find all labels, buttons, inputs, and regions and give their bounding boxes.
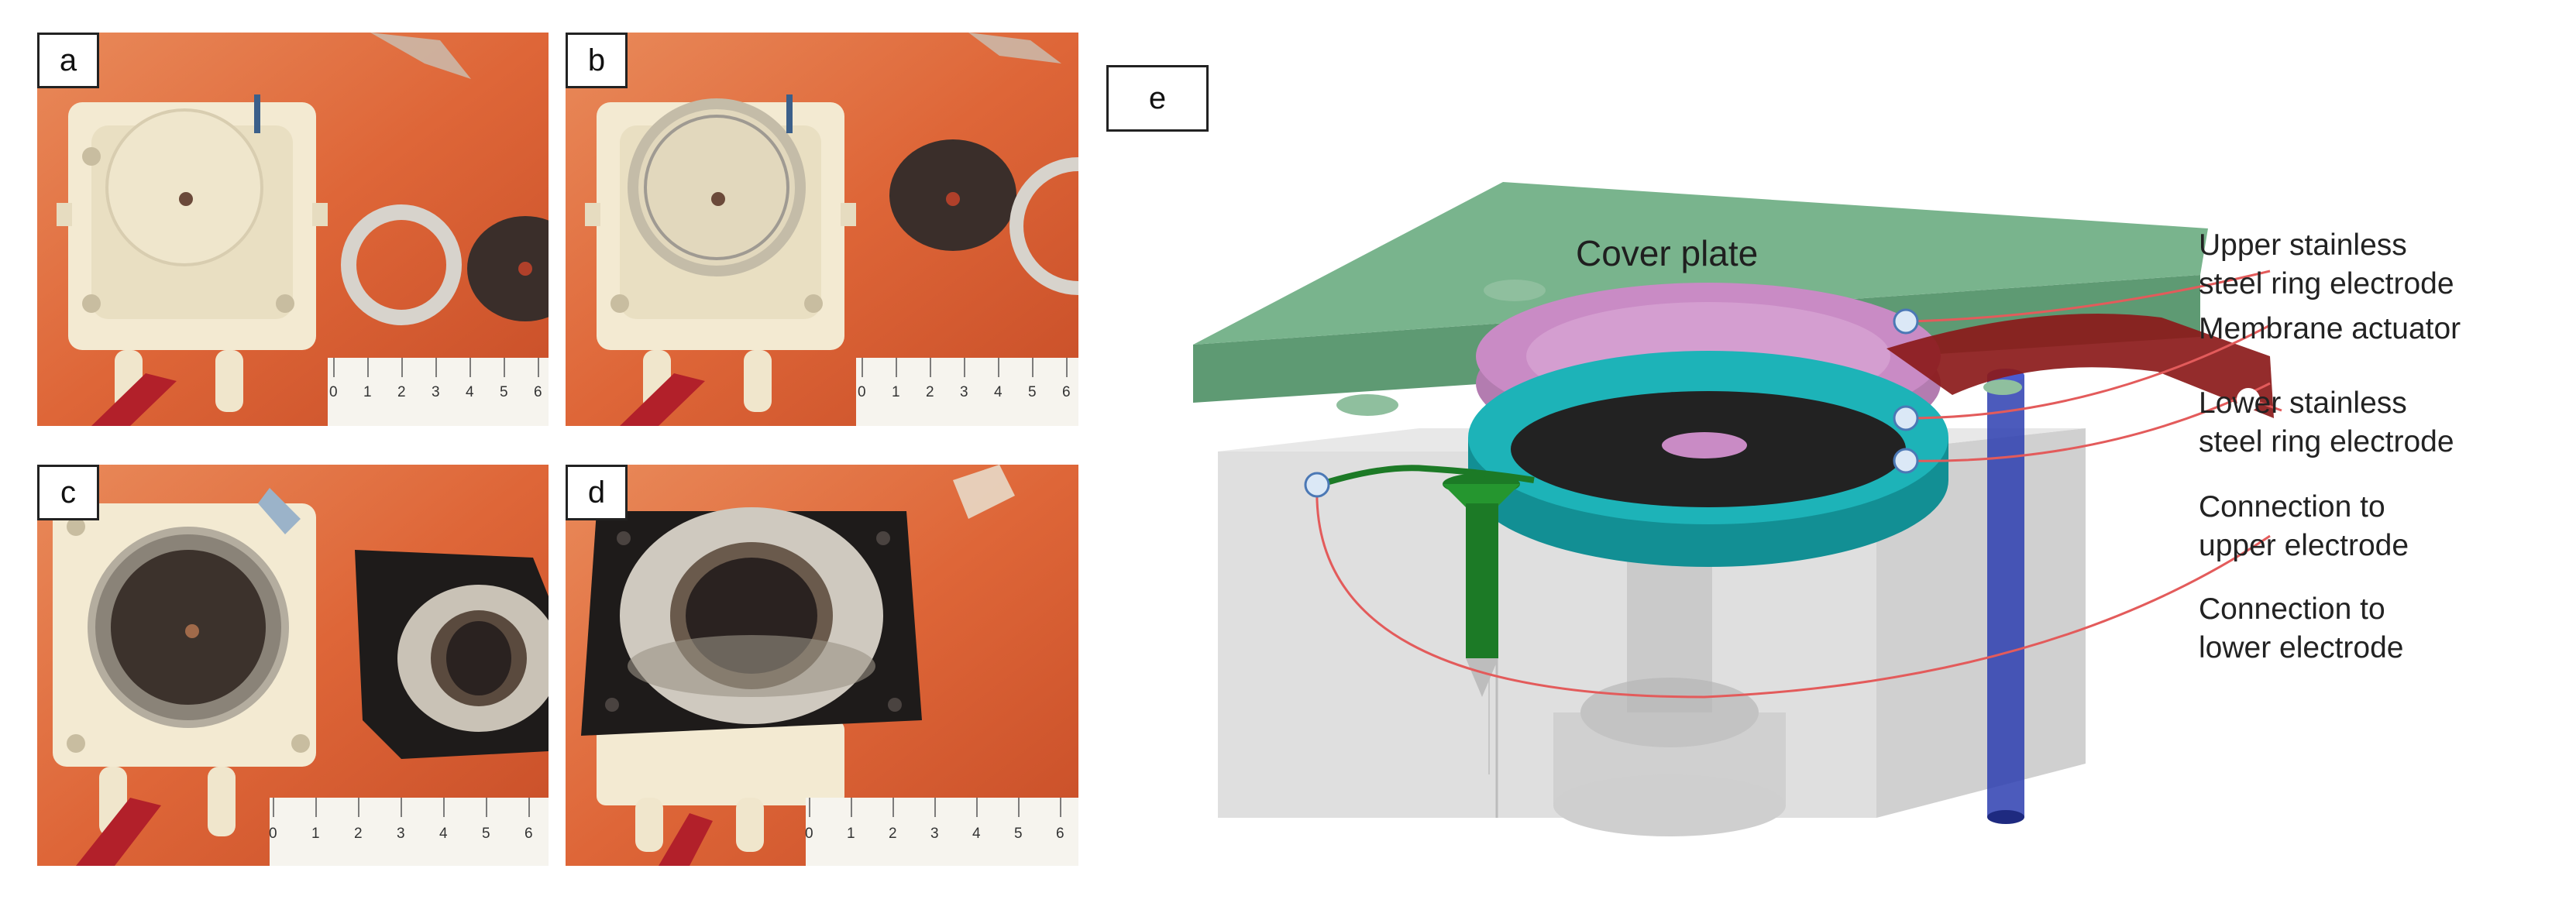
ruler-tick: 5 [482,826,490,842]
ruler-tick: 5 [1014,826,1023,842]
ruler-tick: 1 [363,384,372,400]
ruler-tick: 2 [397,384,406,400]
ruler-tick: 0 [858,384,866,400]
membrane [1511,391,1906,507]
ruler-tick: 4 [994,384,1003,400]
ruler-tick: 3 [432,384,440,400]
ruler-tick: 3 [960,384,968,400]
leader-upper-ring [1905,270,2271,323]
lower-connection-wire [1308,465,1535,491]
blue-pin [1987,369,2024,824]
panel-label-b: b [566,33,628,88]
callout-line: Lower stainless [2199,386,2407,420]
callout-line: Connection to [2199,490,2385,524]
leader-lower-conn [1316,484,2271,699]
photo-panel-b: 0 1 2 3 4 5 6 [566,33,1078,426]
callout-upper-ring: Upper stainless steel ring electrode [2199,226,2454,304]
photo-panel-d: 0 1 2 3 4 5 6 [566,465,1078,866]
marker-lower-ring [1893,448,1919,474]
ruler-tick: 2 [354,826,363,842]
callout-line: steel ring electrode [2199,267,2454,300]
ruler-tick: 4 [972,826,981,842]
callout-conn-lower: Connection to lower electrode [2199,590,2403,668]
callout-conn-upper: Connection to upper electrode [2199,488,2409,565]
ruler-tick: 1 [847,826,855,842]
ruler-tick: 1 [892,384,900,400]
ruler-tick: 5 [1028,384,1037,400]
callout-line: Membrane actuator [2199,312,2461,345]
ruler-tick: 6 [1056,826,1064,842]
callout-line: steel ring electrode [2199,425,2454,458]
ruler-tick: 6 [524,826,533,842]
marker-membrane [1893,405,1919,431]
callout-line: upper electrode [2199,529,2409,562]
marker-lower-conn [1304,472,1330,498]
exploded-assembly-diagram [1193,182,2282,836]
marker-upper-conn [2237,388,2260,411]
leader-lower-ring [1905,382,2271,462]
ruler-tick: 2 [889,826,897,842]
marker-upper-ring [1893,308,1919,335]
panel-label-d: d [566,465,628,520]
panel-label-e: e [1106,65,1209,132]
ruler-tick: 3 [397,826,405,842]
photo-panel-a: 0 1 2 3 4 5 6 [37,33,549,426]
upper-connection-wire [1886,314,2274,418]
panel-label-a: a [37,33,99,88]
callout-line: Upper stainless [2199,228,2407,262]
ruler-tick: 0 [269,826,277,842]
ruler-tick: 4 [439,826,448,842]
leader-upper-conn [2259,401,2282,412]
leader-membrane [1905,324,2271,420]
ruler-tick: 6 [1062,384,1071,400]
ruler-tick: 6 [534,384,542,400]
ruler-tick: 2 [926,384,934,400]
photo-panel-c: 0 1 2 3 4 5 6 [37,465,549,866]
callout-line: lower electrode [2199,631,2404,664]
ruler-tick: 0 [805,826,813,842]
cover-plate-label: Cover plate [1576,233,1759,273]
callout-membrane: Membrane actuator [2199,310,2461,348]
ruler-tick: 1 [311,826,320,842]
callout-line: Connection to [2199,592,2385,626]
green-pin [1443,473,1520,697]
ruler-tick: 0 [329,384,338,400]
ruler-tick: 3 [930,826,939,842]
ruler-tick: 4 [466,384,474,400]
callout-lower-ring: Lower stainless steel ring electrode [2199,384,2454,462]
ruler-tick: 5 [500,384,508,400]
panel-label-c: c [37,465,99,520]
